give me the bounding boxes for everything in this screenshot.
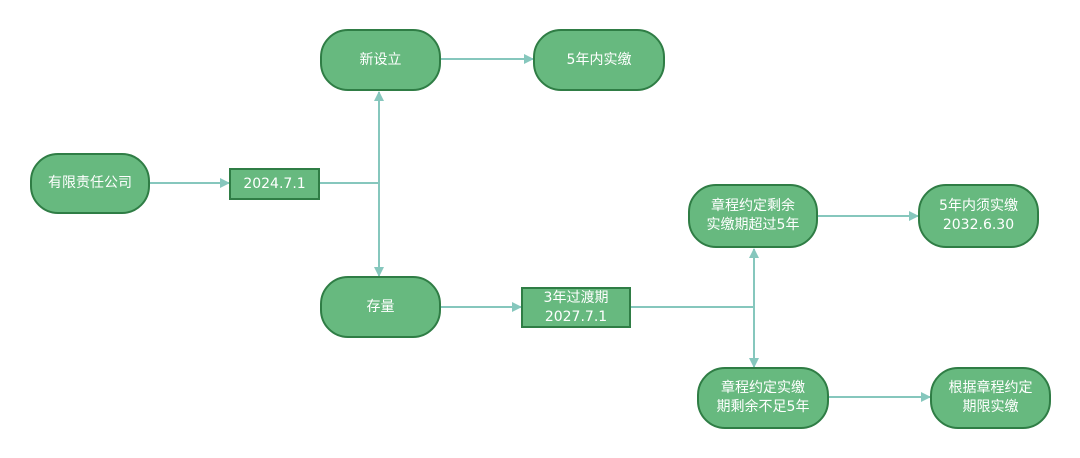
node-pay-per-charter-term: 根据章程约定 期限实缴 xyxy=(930,367,1051,429)
node-must-pay-within-5-years: 5年内须实缴 2032.6.30 xyxy=(918,184,1039,248)
node-remaining-under-5-years-line1: 章程约定实缴 xyxy=(721,380,805,396)
node-remaining-over-5-years: 章程约定剩余 实缴期超过5年 xyxy=(688,184,818,248)
node-remaining-over-5-years-line1: 章程约定剩余 xyxy=(711,198,795,214)
node-transition-period: 3年过渡期 2027.7.1 xyxy=(521,287,631,328)
node-remaining-over-5-years-line2: 实缴期超过5年 xyxy=(706,217,800,233)
node-pay-within-5-years-label: 5年内实缴 xyxy=(566,51,632,68)
node-newly-established-label: 新设立 xyxy=(359,51,402,68)
node-limited-liability-company-label: 有限责任公司 xyxy=(48,175,132,191)
node-newly-established: 新设立 xyxy=(320,29,441,91)
node-pay-within-5-years: 5年内实缴 xyxy=(533,29,665,91)
node-transition-period-title: 3年过渡期 xyxy=(543,289,609,306)
node-existing-companies-label: 存量 xyxy=(366,298,395,315)
node-pay-per-charter-term-line1: 根据章程约定 xyxy=(948,380,1033,396)
node-must-pay-within-5-years-line1: 5年内须实缴 xyxy=(939,198,1018,214)
node-limited-liability-company: 有限责任公司 xyxy=(30,153,150,214)
node-existing-companies: 存量 xyxy=(320,276,441,338)
node-pay-per-charter-term-line2: 期限实缴 xyxy=(962,399,1019,415)
node-date-2024-7-1: 2024.7.1 xyxy=(229,168,320,200)
node-remaining-under-5-years: 章程约定实缴 期剩余不足5年 xyxy=(697,367,829,429)
node-remaining-under-5-years-line2: 期剩余不足5年 xyxy=(716,399,810,415)
node-date-2024-7-1-label: 2024.7.1 xyxy=(243,175,306,192)
node-must-pay-within-5-years-line2: 2032.6.30 xyxy=(942,217,1015,233)
node-transition-period-date: 2027.7.1 xyxy=(544,308,608,325)
